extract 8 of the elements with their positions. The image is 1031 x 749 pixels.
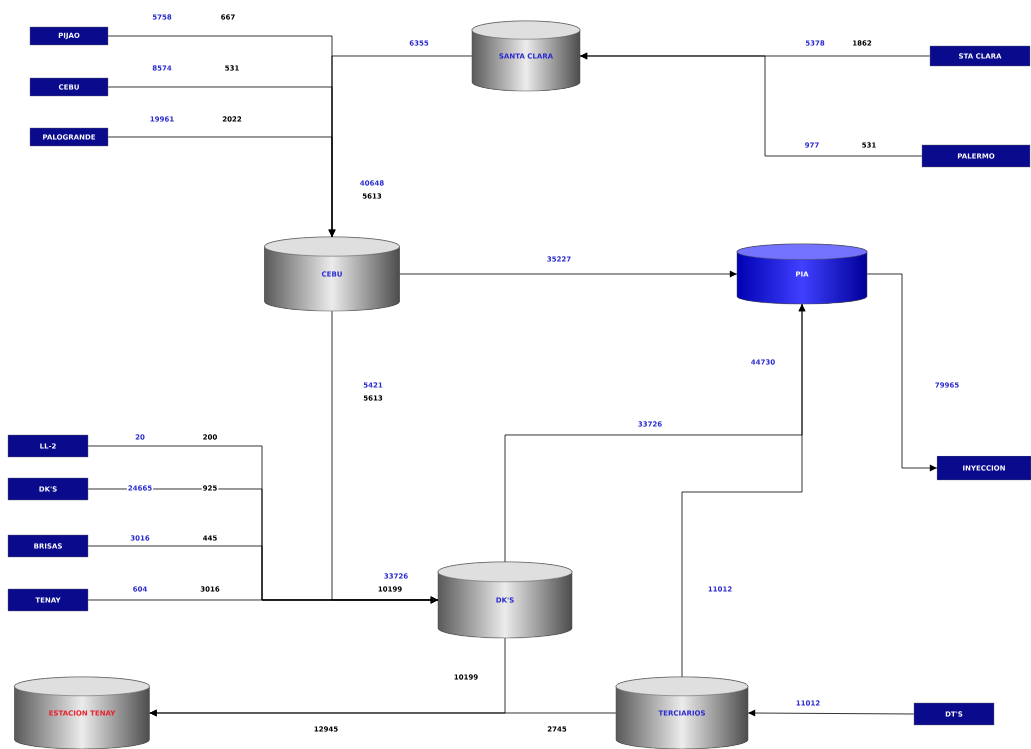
pipe-arrow	[87, 596, 439, 604]
pipe-arrow	[579, 52, 923, 157]
pipe-arrow	[399, 270, 738, 278]
pipe-arrow	[681, 303, 806, 678]
pipe-arrow	[747, 709, 915, 717]
pipe-arrow	[149, 709, 617, 717]
pipe-arrow	[866, 273, 938, 472]
pipe-arrow	[328, 55, 473, 238]
